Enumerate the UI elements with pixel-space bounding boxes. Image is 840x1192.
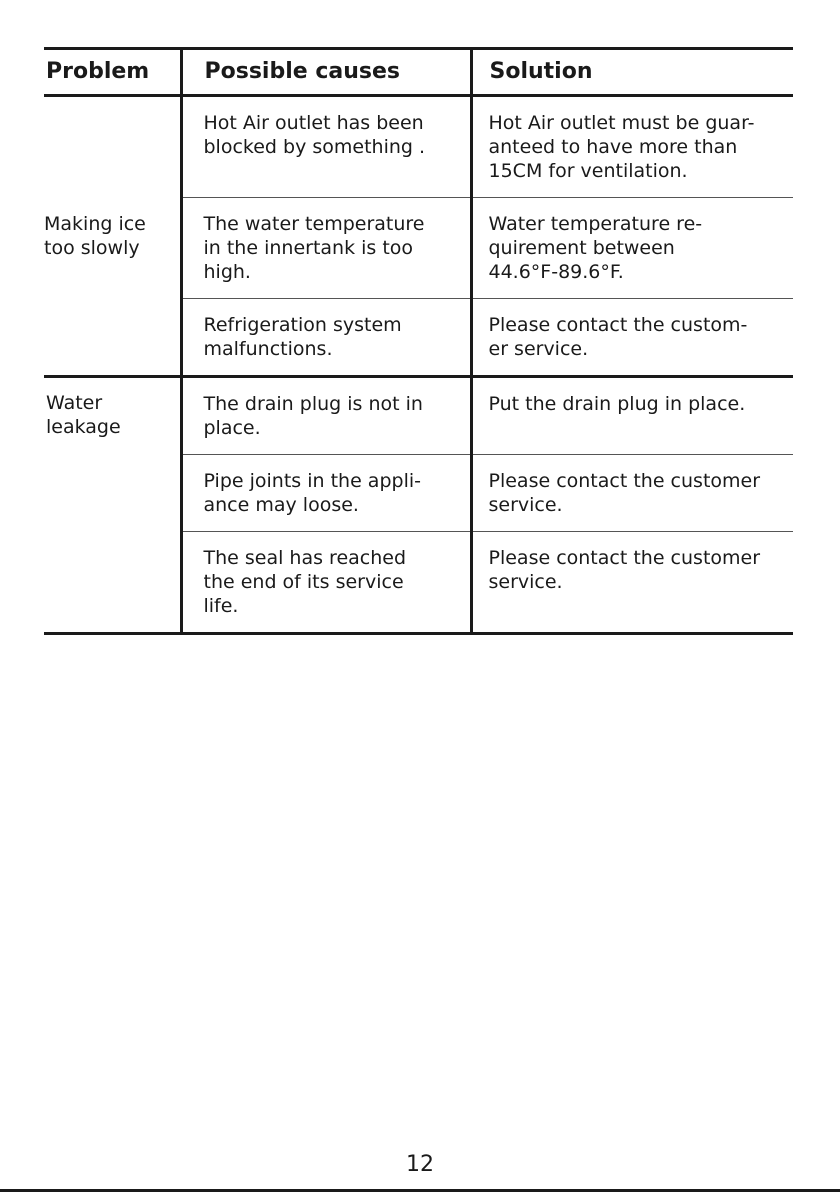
solution-line: er service. [488,338,589,360]
solution-line: service. [488,494,563,516]
problem-line: leakage [46,416,121,438]
cause-line: place. [203,417,261,439]
solution-cell: Put the drain plug in place. [469,376,793,455]
table-row: The seal has reached the end of its serv… [44,531,793,635]
cause-line: high. [203,261,251,283]
table-row: The water temperature in the innertank i… [44,197,793,299]
solution-line: quirement between [488,237,675,259]
solution-line: 44.6°F-89.6°F. [488,261,624,283]
solution-line: Water temperature re- [488,213,703,235]
solution-line: 15CM for ventilation. [488,160,688,182]
cause-cell: The seal has reached the end of its serv… [179,531,471,635]
solution-cell: Water temperature re- quirement between … [469,197,793,299]
problem-line: too slowly [44,237,140,259]
troubleshooting-table: Problem Possible causes Solution Making … [44,47,793,635]
table-body: Making ice too slowly Hot Air outlet has… [44,95,793,635]
header-possible-causes: Possible causes [179,47,471,97]
solution-line: Put the drain plug in place. [488,393,746,415]
cause-line: The seal has reached [203,547,407,569]
cause-cell: Hot Air outlet has been blocked by somet… [179,95,471,198]
cause-cell: Refrigeration system malfunctions. [179,298,471,378]
solution-line: Please contact the customer [488,547,761,569]
solution-cell: Please contact the customer service. [469,531,793,635]
solution-line: Please contact the customer [488,470,761,492]
cause-line: ance may loose. [203,494,359,516]
cause-cell: The drain plug is not in place. [179,376,471,455]
solution-cell: Hot Air outlet must be guar- anteed to h… [469,95,793,198]
table-row: Making ice too slowly Hot Air outlet has… [44,95,793,378]
header-row: Problem Possible causes Solution [44,47,793,97]
cause-line: the end of its service [203,571,404,593]
cause-line: blocked by something . [203,136,426,158]
cause-line: Refrigeration system [203,314,402,336]
problem-line: Making ice [44,213,146,235]
header-solution: Solution [469,47,793,97]
table-row: Pipe joints in the appli- ance may loose… [44,454,793,532]
cause-line: life. [203,595,239,617]
solution-cell: Please contact the customer service. [469,454,793,532]
cause-line: Pipe joints in the appli- [203,470,421,492]
cause-line: malfunctions. [203,338,333,360]
problem-water-leakage: Water leakage [44,376,181,635]
table-header: Problem Possible causes Solution [44,47,793,97]
cause-cell: Pipe joints in the appli- ance may loose… [179,454,471,532]
solution-line: service. [488,571,563,593]
problem-making-ice-too-slowly: Making ice too slowly [44,95,181,378]
cause-line: The drain plug is not in [203,393,423,415]
solution-cell: Please contact the custom- er service. [469,298,793,378]
problem-line: Water [46,392,103,414]
page-number: 12 [406,1152,434,1177]
header-problem: Problem [44,47,181,97]
table-row: Water leakage The drain plug is not in p… [44,376,793,635]
cause-line: in the innertank is too [203,237,414,259]
solution-line: Please contact the custom- [488,314,748,336]
solution-line: anteed to have more than [488,136,738,158]
table-row: Refrigeration system malfunctions. Pleas… [44,298,793,378]
cause-line: The water temperature [203,213,425,235]
cause-cell: The water temperature in the innertank i… [179,197,471,299]
solution-line: Hot Air outlet must be guar- [488,112,755,134]
cause-line: Hot Air outlet has been [203,112,424,134]
page-bottom-rule [0,1189,840,1192]
